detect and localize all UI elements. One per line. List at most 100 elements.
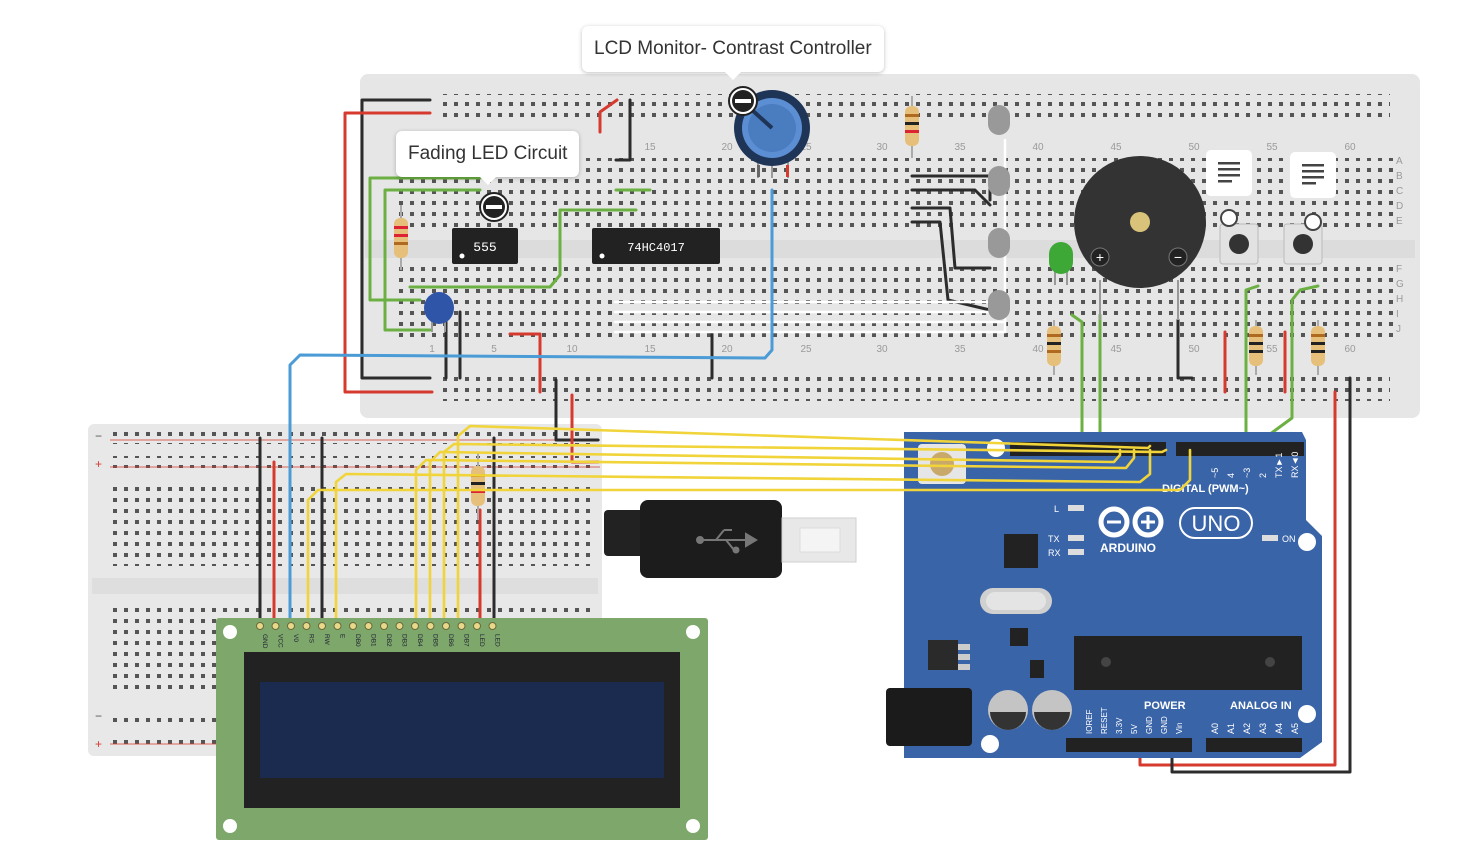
piezo-buzzer[interactable]: + − [1074,156,1206,320]
pushbutton-2[interactable] [1283,223,1323,265]
note-icon-button-1[interactable] [1206,150,1252,227]
power-pin-label: GND [1160,716,1169,734]
column-number-bottom: 1 [429,344,435,355]
digital-header-right [1176,442,1304,456]
main-board-wires[interactable] [288,98,1352,774]
atmega-chip [1074,636,1302,690]
column-number-top: 40 [1032,142,1044,153]
usb-cable[interactable] [604,500,857,578]
lcd-pin-label: DB3 [401,634,408,647]
green-led[interactable] [1049,242,1073,285]
usb-icon [696,529,758,554]
resistor-green-led[interactable] [1047,320,1061,375]
svg-text:−: − [95,709,102,723]
lcd-pin-label: DB2 [385,634,392,647]
resistor-left[interactable] [394,205,408,270]
lcd-pin[interactable] [271,622,280,630]
bottom-power-rail-1 [440,374,1390,388]
buzzer-plus-label: + [1096,249,1104,265]
power-header-label: POWER [1144,700,1186,712]
lcd-pin[interactable] [442,622,450,630]
lcd-pin[interactable] [457,622,466,630]
analog-pin-label: A5 [1290,723,1300,734]
power-header [1066,738,1192,752]
lcd-pin[interactable] [426,622,435,630]
lcd-pin[interactable] [349,622,357,630]
column-number-bottom: 60 [1344,344,1356,355]
lcd-pin[interactable] [333,622,342,630]
bottom-power-rail-2 [440,387,1390,401]
row-letter: C [1396,186,1403,197]
chip-74hc4017-label: 74HC4017 [627,241,685,255]
pushbutton-1[interactable] [1219,223,1259,265]
svg-text:+: + [95,457,102,471]
lcd-pin[interactable] [364,622,373,630]
power-pin-label: IOREF [1085,709,1094,734]
fading-led-minus-icon[interactable] [479,192,509,222]
chip-555-label: 555 [473,240,496,255]
led-tx-label: TX [1048,534,1060,544]
column-number-bottom: 35 [954,344,966,355]
row-letter: A [1396,156,1403,167]
lcd-contrast-callout: LCD Monitor- Contrast Controller [582,26,884,80]
lcd-pin-label: E [339,634,346,639]
lcd-pin[interactable] [302,622,311,630]
arduino-model-text: UNO [1192,511,1241,536]
lcd-pin[interactable] [318,622,326,630]
note-icon-button-2[interactable] [1290,152,1336,231]
column-number-top: 20 [721,142,733,153]
lcd-pin[interactable] [395,622,404,630]
analog-pin-label: A4 [1274,723,1284,734]
digital-pin-label: RX◄0 [1290,452,1300,478]
digital-pin-label: ~3 [1242,468,1252,478]
power-pin-label: 5V [1130,724,1139,734]
row-letter: H [1396,294,1403,305]
analog-header [1206,738,1302,752]
lcd-pin[interactable] [411,622,419,630]
lcd-pin-label: DB4 [416,634,423,647]
fading-led-callout: Fading LED Circuit [396,131,580,185]
lcd-pin[interactable] [380,622,388,630]
resistor-button-1[interactable] [1249,320,1263,375]
analog-pin-label: A2 [1242,723,1252,734]
column-number-bottom: 25 [800,344,812,355]
lcd-pin-label: LED [494,634,501,647]
row-letter: J [1396,324,1401,335]
column-number-top: 45 [1110,142,1122,153]
resistor-button-2[interactable] [1311,320,1325,375]
column-number-top: 25 [800,142,812,153]
chip-74hc4017[interactable]: 74HC4017 [592,228,720,264]
grey-leds[interactable] [988,105,1010,320]
ceramic-capacitor[interactable] [424,292,454,332]
lcd-pin-label: V0 [292,634,299,642]
lcd-pin-label: DB1 [370,634,377,647]
small-board-wires[interactable] [258,436,496,622]
chip-555[interactable]: 555 [452,228,518,264]
column-number-top: 55 [1266,142,1278,153]
power-pin-label: 3.3V [1115,717,1124,734]
lcd-pin-label: DB0 [354,634,361,647]
analog-pin-label: A0 [1210,723,1220,734]
lcd-pin[interactable] [473,622,481,630]
lcd-pin[interactable] [256,622,264,630]
buzzer-minus-label: − [1174,249,1182,265]
svg-text:+: + [95,737,102,751]
yellow-data-wires[interactable] [306,424,1192,622]
lcd-pin[interactable] [488,622,497,630]
potentiometer-minus-icon[interactable] [728,86,758,116]
led-l-label: L [1054,504,1059,514]
digital-pin-label: TX►1 [1274,453,1284,478]
column-number-top: 30 [876,142,888,153]
column-number-bottom: 5 [491,344,497,355]
lcd-pin[interactable] [287,622,295,630]
column-number-bottom: 45 [1110,344,1122,355]
resistor-top-right[interactable] [905,96,919,158]
